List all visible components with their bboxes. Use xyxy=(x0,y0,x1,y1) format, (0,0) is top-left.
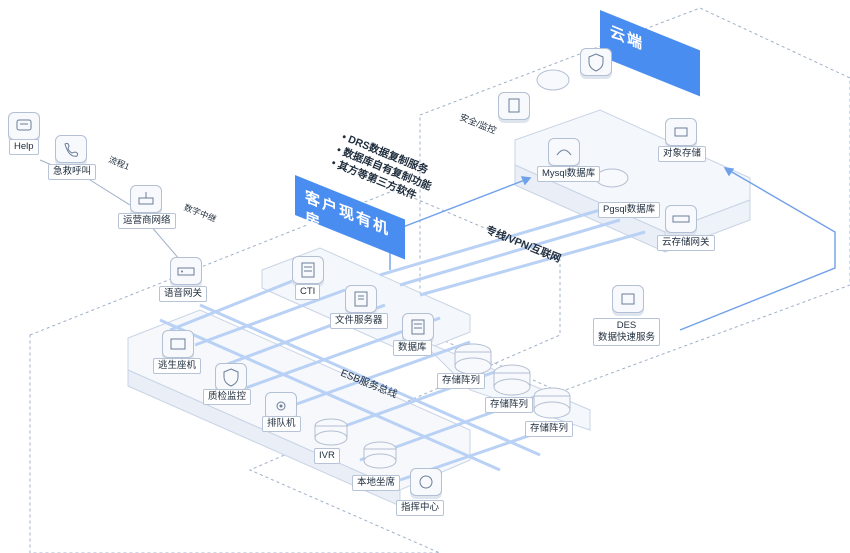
server-icon xyxy=(292,256,324,284)
storage-array-3-label: 存储阵列 xyxy=(525,421,574,437)
ivr-label: IVR xyxy=(314,448,340,464)
cloud-shield-icon xyxy=(580,48,612,76)
command-center-icon xyxy=(410,468,442,496)
database-icon xyxy=(402,313,434,341)
security-doc-icon xyxy=(498,92,530,120)
desk-phone-icon xyxy=(162,330,194,358)
help-node-label: Help xyxy=(9,139,39,155)
carrier-network-label: 运营商网络 xyxy=(118,213,176,229)
phone-icon xyxy=(55,135,87,163)
des-line-2: 数据快速服务 xyxy=(598,332,656,343)
object-storage-label: 对象存储 xyxy=(658,146,707,162)
mysql-icon xyxy=(548,138,580,166)
shield-icon xyxy=(215,363,247,391)
voice-gateway-label: 语音网关 xyxy=(159,286,208,302)
help-icon xyxy=(8,112,40,140)
file-server-icon xyxy=(345,285,377,313)
pgsql-label: Pgsql数据库 xyxy=(598,202,661,218)
emergency-call-label: 急救呼叫 xyxy=(48,164,97,180)
storage-array-1-label: 存储阵列 xyxy=(437,373,486,389)
mysql-label: Mysql数据库 xyxy=(537,166,601,182)
des-line-1: DES xyxy=(616,320,637,331)
router-icon xyxy=(130,185,162,213)
storage-array-2-label: 存储阵列 xyxy=(485,397,534,413)
command-center-label: 指挥中心 xyxy=(396,500,445,516)
file-server-label: 文件服务器 xyxy=(330,313,388,329)
qa-monitor-label: 质检监控 xyxy=(203,389,252,405)
storage-cylinders xyxy=(314,69,629,469)
object-storage-icon xyxy=(665,118,697,146)
local-seat-label: 本地坐席 xyxy=(352,475,401,491)
database-label: 数据库 xyxy=(393,340,432,356)
des-icon xyxy=(612,285,644,313)
cloud-gateway-label: 云存储网关 xyxy=(657,235,715,251)
queue-label: 排队机 xyxy=(262,416,301,432)
agent-seat-label: 逃生座机 xyxy=(153,358,202,374)
cloud-gateway-icon xyxy=(665,205,697,233)
des-label: DES 数据快速服务 xyxy=(593,318,661,346)
gateway-icon xyxy=(170,257,202,285)
cti-label: CTI xyxy=(295,284,321,300)
